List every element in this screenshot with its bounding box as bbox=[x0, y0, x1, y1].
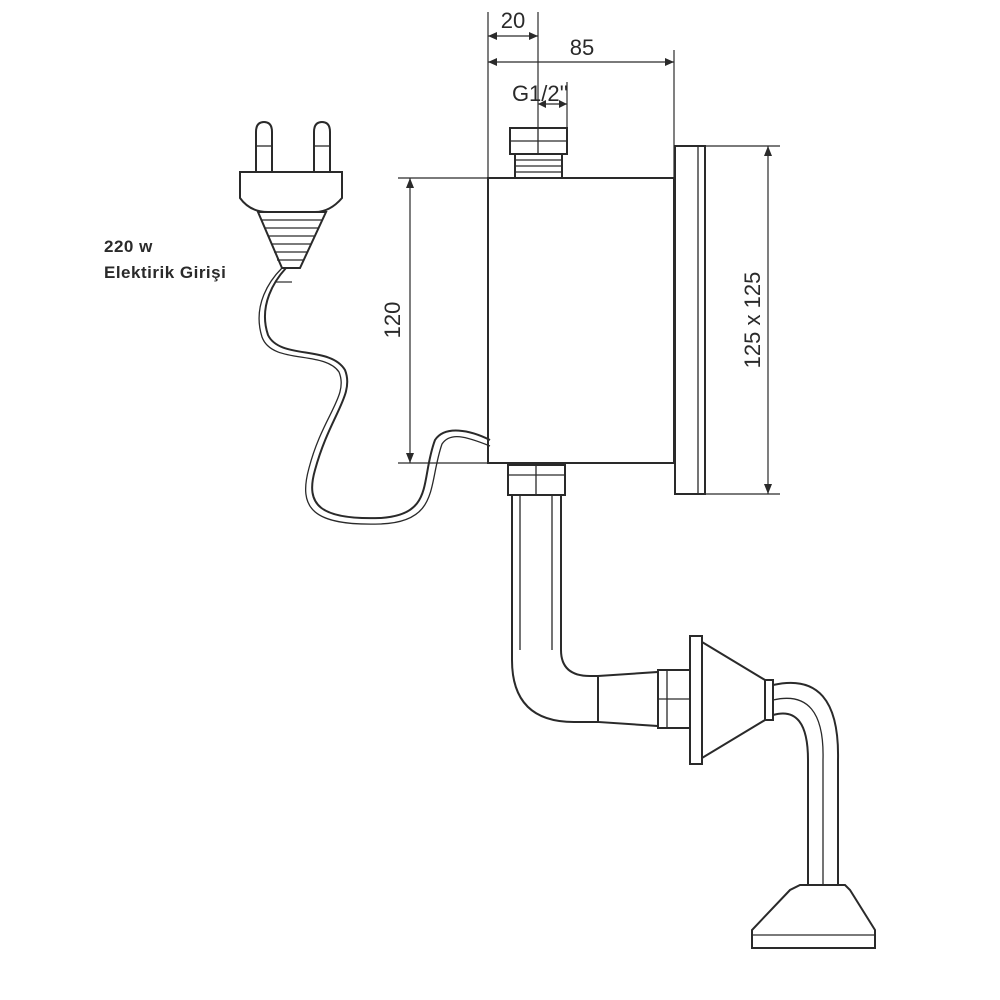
inlet-thread bbox=[509, 127, 568, 179]
dim-label-thread-width: 20 bbox=[501, 8, 525, 33]
dim-label-depth: 85 bbox=[570, 35, 594, 60]
outlet-pipe bbox=[511, 495, 659, 728]
wall-plate bbox=[674, 145, 706, 495]
dimension-depth: 85 bbox=[488, 35, 675, 178]
shower-arm bbox=[772, 681, 840, 885]
dim-label-height: 120 bbox=[380, 302, 405, 339]
outlet-nut bbox=[507, 464, 566, 496]
power-input-label: Elektirik Girişi bbox=[104, 263, 226, 282]
dimension-thread-width: 20 bbox=[487, 8, 539, 178]
dim-label-thread-size: G1/2'' bbox=[512, 81, 568, 106]
dimension-thread-size: G1/2'' bbox=[512, 81, 568, 128]
dim-label-plate-size: 125 x 125 bbox=[740, 272, 765, 369]
dimension-plate-size: 125 x 125 bbox=[705, 145, 780, 495]
power-rating-label: 220 w bbox=[104, 237, 153, 256]
shower-head bbox=[751, 884, 876, 949]
valve-housing bbox=[487, 177, 675, 464]
power-plug-icon bbox=[239, 120, 343, 269]
power-cable bbox=[258, 267, 491, 525]
dimension-height: 120 bbox=[380, 177, 488, 464]
power-annotation: 220 w Elektirik Girişi bbox=[104, 237, 292, 283]
cone-flange bbox=[689, 635, 774, 765]
elbow-nut bbox=[657, 669, 691, 729]
